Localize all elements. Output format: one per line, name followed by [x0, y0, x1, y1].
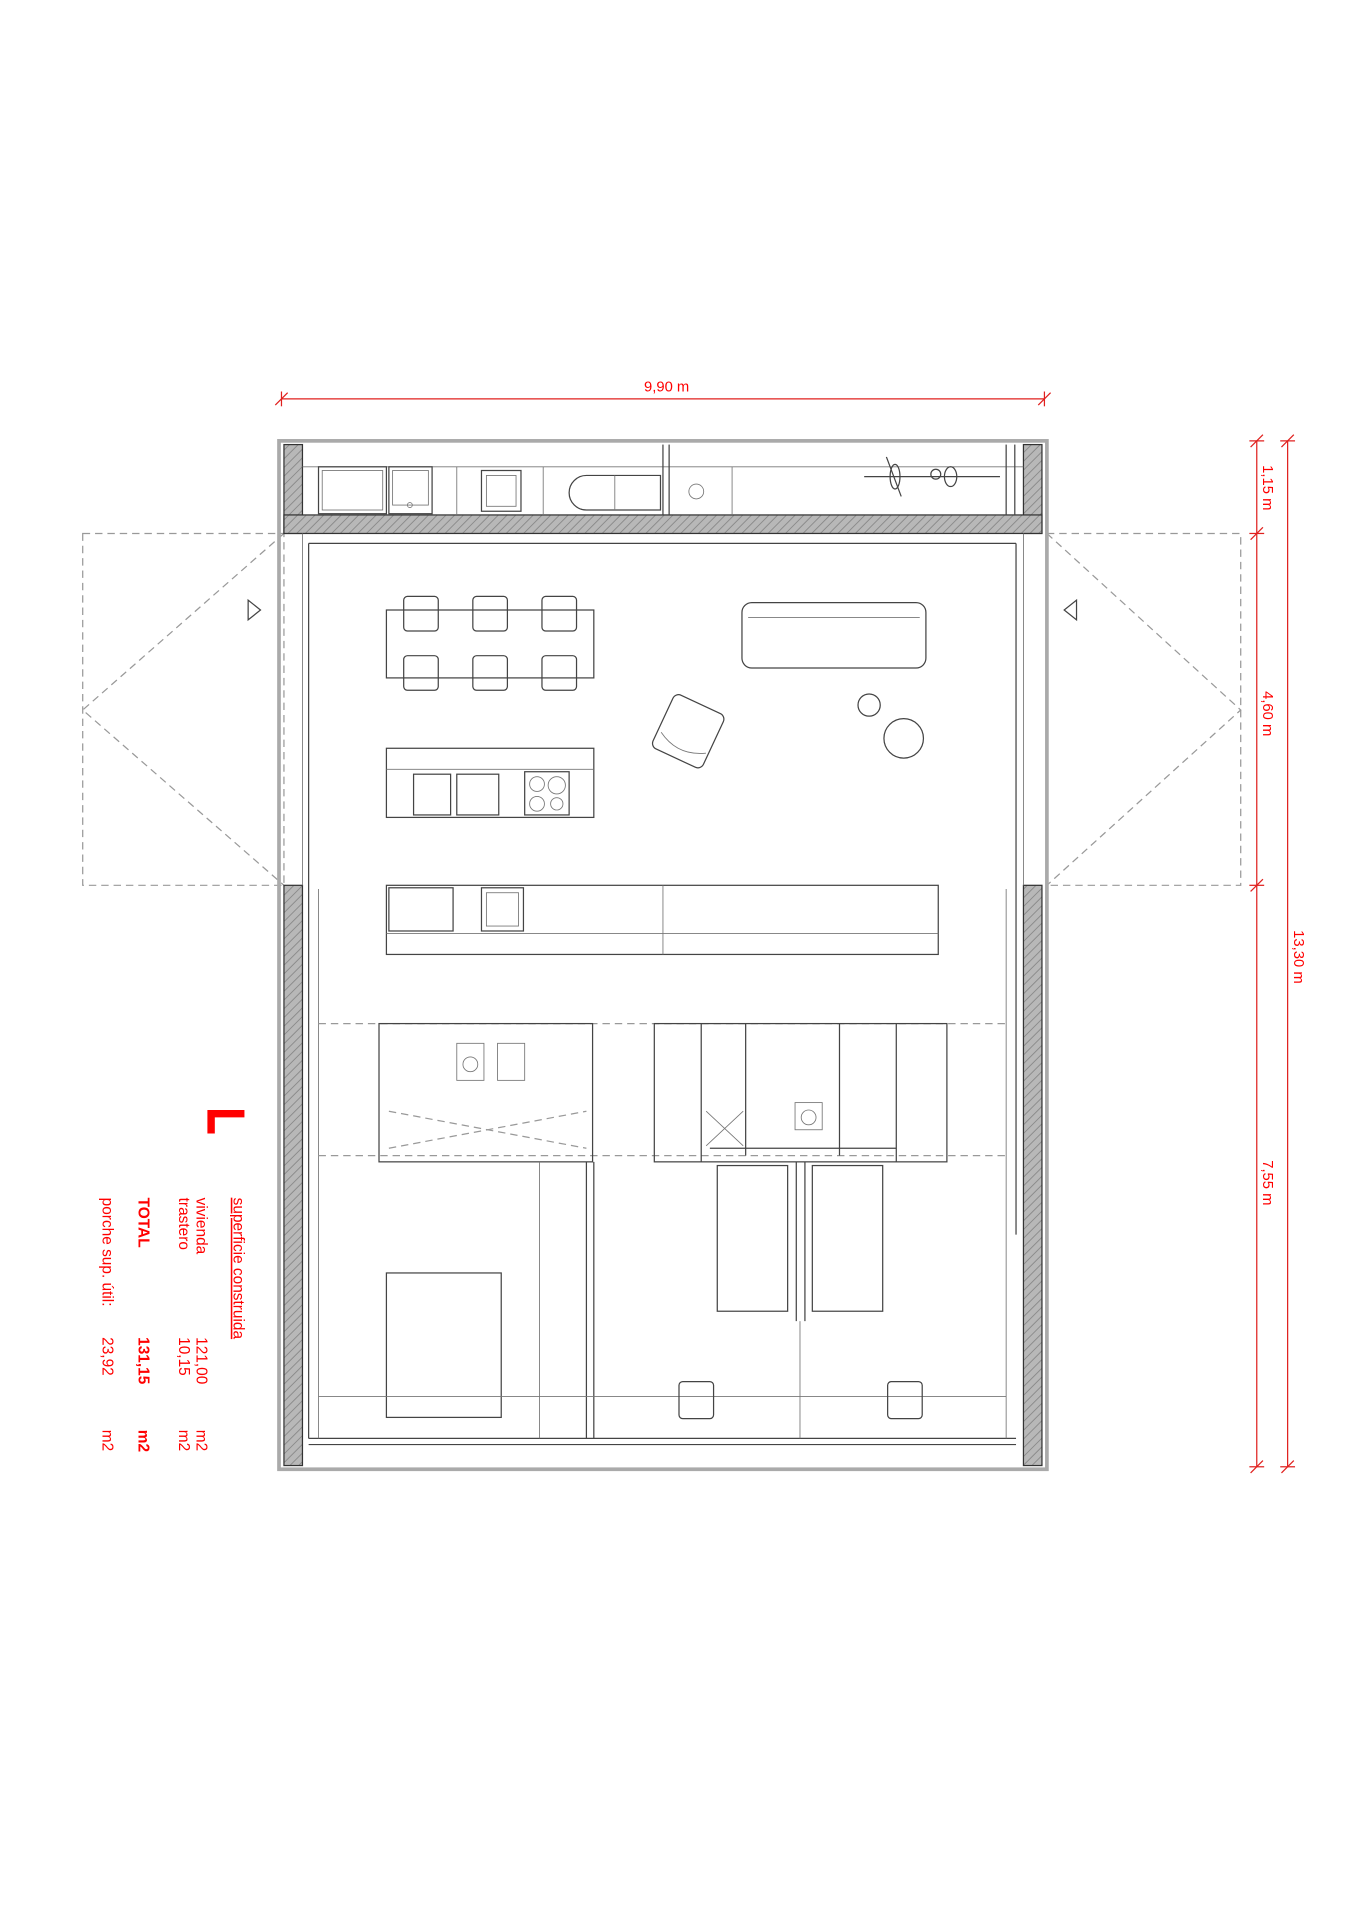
- door-swing-icon: [1063, 598, 1078, 622]
- row-unit: m2: [192, 1430, 209, 1451]
- side-table: [857, 693, 881, 717]
- plan-label-mark: [207, 1109, 245, 1134]
- row-unit: m2: [98, 1430, 115, 1451]
- drain-icon: [688, 483, 705, 500]
- total-depth-label: 13,30 m: [1290, 930, 1306, 983]
- width-label: 9,90 m: [644, 379, 689, 395]
- dining-table: [385, 595, 595, 691]
- double-bed: [385, 1272, 502, 1419]
- bedrooms: [318, 1161, 1007, 1439]
- bathrooms: [318, 1022, 1007, 1163]
- row-value: 23,92: [98, 1337, 115, 1376]
- row-label: TOTAL: [134, 1198, 151, 1248]
- area-table: superficie construida vivienda 121,00 m2…: [98, 1198, 246, 1452]
- row-value: 10,15: [175, 1337, 192, 1376]
- storage-depth-label: 1,15 m: [1259, 465, 1275, 510]
- kitchen-island: [385, 747, 595, 819]
- row-unit: m2: [134, 1430, 151, 1452]
- porch-depth-label: 4,60 m: [1259, 691, 1275, 736]
- washer-dryer-icon: [568, 474, 662, 511]
- width-dimension: 9,90 m: [274, 379, 1052, 407]
- rear-depth-label: 7,55 m: [1259, 1160, 1275, 1205]
- coffee-table: [883, 718, 925, 759]
- row-label: vivienda: [192, 1198, 209, 1255]
- armchair: [651, 694, 725, 769]
- depth-dimensions: 1,15 m 4,60 m 7,55 m 13,30 m: [1249, 434, 1306, 1474]
- single-bed: [811, 1164, 884, 1312]
- chair: [887, 1380, 923, 1420]
- row-label: trastero: [175, 1198, 192, 1250]
- storage-strip: [302, 444, 1024, 515]
- row-label: porche sup. útil:: [98, 1198, 115, 1307]
- chair: [678, 1380, 715, 1420]
- kitchen-counter: [385, 884, 939, 956]
- bicycle-icon: [864, 456, 1000, 497]
- building-shell: [277, 439, 1049, 1472]
- single-bed: [716, 1164, 789, 1312]
- area-heading: superficie construida: [229, 1198, 246, 1340]
- row-unit: m2: [175, 1430, 192, 1451]
- left-porch: [81, 532, 285, 886]
- row-value: 131,15: [134, 1337, 151, 1385]
- door-swing-icon: [247, 598, 262, 622]
- sofa: [741, 601, 927, 669]
- right-porch: [1046, 532, 1242, 886]
- row-value: 121,00: [192, 1337, 209, 1384]
